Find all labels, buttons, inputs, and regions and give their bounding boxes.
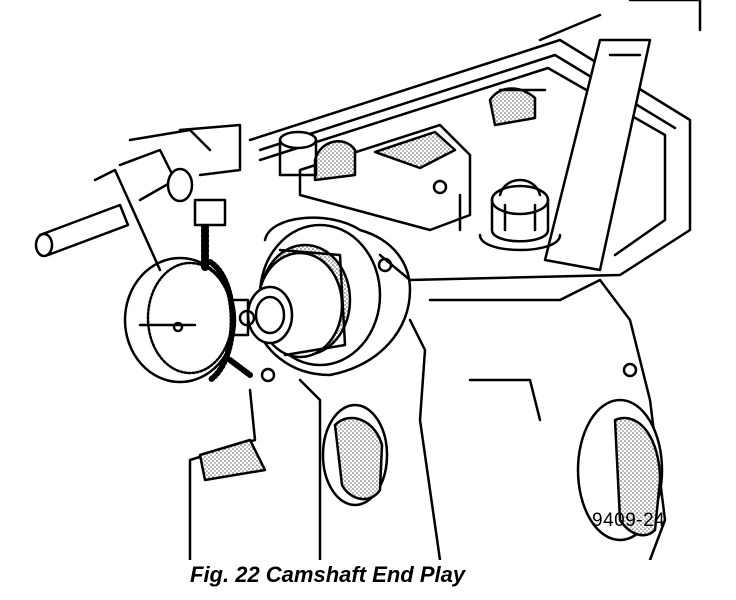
dial-indicator-icon — [123, 256, 256, 384]
camshaft — [298, 87, 547, 232]
cam-cap-bolt — [478, 178, 562, 252]
camshaft-end-housing — [246, 216, 412, 383]
figure-code: 9409-24 — [592, 510, 666, 531]
engine-block — [188, 278, 667, 560]
camshaft-end-play-illustration — [34, 0, 702, 560]
indicator-mounting-rods — [34, 123, 253, 378]
figure-caption-text: Fig. 22 Camshaft End Play — [190, 562, 466, 587]
small-bolt — [278, 130, 318, 177]
cylinder-head — [248, 0, 702, 282]
